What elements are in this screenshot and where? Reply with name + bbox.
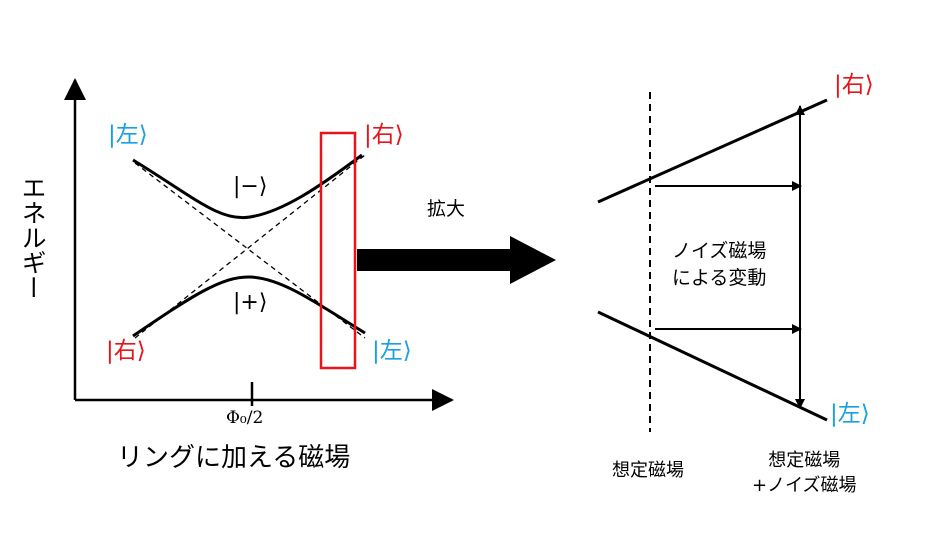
assumed-field-label: 想定磁場 [612,460,684,481]
right-state-label-bottom: |左⟩ [830,401,870,427]
state-label-left-bottom: |右⟩ [106,338,146,364]
upper-energy-branch [132,153,363,220]
y-axis-label: エネルギー [18,175,47,300]
noise-field-label-line1: 想定磁場 [768,450,841,471]
diabatic-line-1 [134,162,366,339]
state-label-right-bottom: |左⟩ [372,338,412,364]
zoom-label: 拡大 [427,198,466,220]
x-tick-label: Φ₀/2 [226,408,264,428]
state-label-left-top: |左⟩ [108,122,148,148]
right-upper-level [597,98,828,204]
state-label-right-top: |右⟩ [364,122,404,148]
noise-shift-label-line2: による変動 [672,266,767,289]
noise-shift-label-line1: ノイズ磁場 [672,240,767,262]
x-axis-label: リングに加える磁場 [117,443,351,473]
noise-shift-label: ノイズ磁場 による変動 [672,238,766,291]
noise-field-label-line2: +ノイズ磁場 [752,475,857,497]
lower-branch-label: |+⟩ [233,290,268,315]
zoom-arrow-shaft [357,249,512,271]
lower-energy-branch [132,275,366,338]
right-lower-level [597,310,828,422]
upper-branch-label: |−⟩ [233,174,268,199]
zoom-arrow-head [510,236,556,284]
zoom-region-box [319,131,357,370]
right-state-label-top: |右⟩ [834,72,874,98]
noise-field-label: 想定磁場 +ノイズ磁場 [752,448,857,498]
